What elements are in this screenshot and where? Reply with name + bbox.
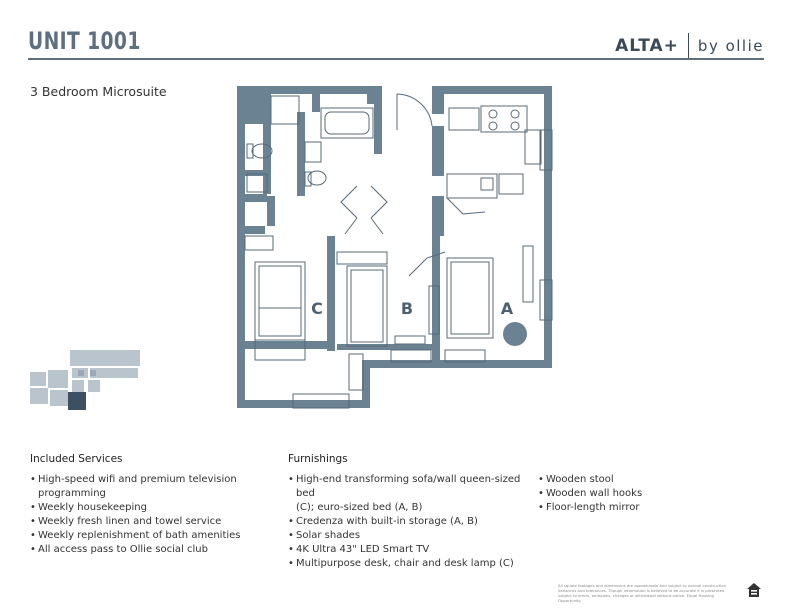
brand-name: ALTA+ [615,36,679,56]
list-item: Weekly fresh linen and towel service [30,515,270,529]
list-item: Credenza with built-in storage (A, B) [288,515,538,529]
list-item: Solar shades [288,529,538,543]
furnishings-list-col1: High-end transforming sofa/wall queen-si… [288,473,538,571]
floor-plan: C B A [237,86,553,409]
included-services-list: High-speed wifi and premium television p… [30,473,270,557]
list-item: programming [38,488,106,499]
brand-by-line: by ollie [697,37,764,55]
included-services-heading: Included Services [30,453,123,465]
key-plan-unit-highlight [68,392,86,410]
unit-title: UNIT 1001 [28,27,141,55]
list-item: Wooden stool [538,473,658,487]
list-item: High-end transforming sofa/wall queen-si… [288,473,538,501]
legal-footnote: All square footages and dimensions are a… [558,583,726,603]
list-item: Floor-length mirror [538,501,658,515]
furnishings-heading: Furnishings [288,453,348,465]
brand-divider [687,33,689,59]
room-label-c: C [311,299,323,318]
list-item: High-speed wifi and premium television [30,473,270,487]
list-item: Weekly housekeeping [30,501,270,515]
list-item: Weekly replenishment of bath amenities [30,529,270,543]
unit-type-subtitle: 3 Bedroom Microsuite [30,84,167,99]
list-item: (C); euro-sized bed (A, B) [296,502,423,513]
room-label-a: A [501,299,514,318]
list-item: All access pass to Ollie social club [30,543,270,557]
equal-housing-icon [747,583,761,597]
list-item: Multipurpose desk, chair and desk lamp (… [288,557,538,571]
key-plan [30,350,140,410]
room-label-b: B [401,299,413,318]
list-item: Wooden wall hooks [538,487,658,501]
furnishings-list-col2: Wooden stool Wooden wall hooks Floor-len… [538,473,658,515]
list-item: 4K Ultra 43" LED Smart TV [288,543,538,557]
round-table-a [503,322,527,346]
brand-logo: ALTA+ by ollie [615,33,764,59]
header-rule [28,58,764,60]
